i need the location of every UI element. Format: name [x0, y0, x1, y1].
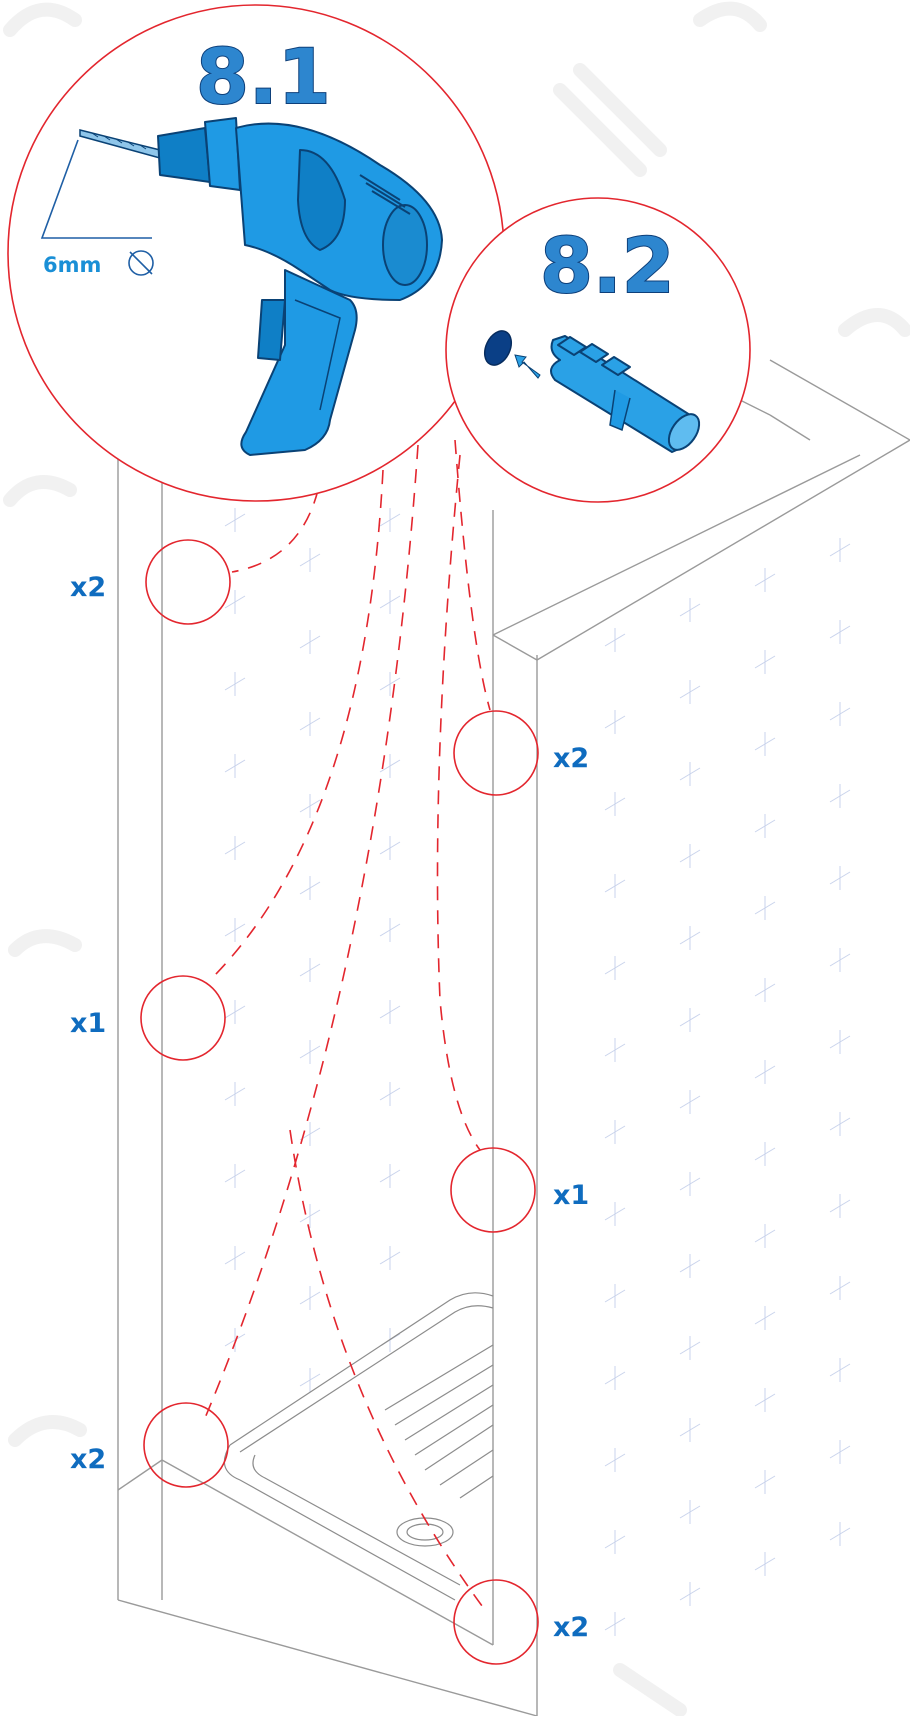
shower-tray — [223, 1292, 494, 1601]
count-middle-left: x1 — [70, 1008, 106, 1039]
quantity-labels: x2 x2 x1 x1 x2 x2 — [70, 572, 589, 1643]
count-bottom-right: x2 — [553, 1612, 589, 1643]
marker-top-left — [145, 539, 231, 625]
diameter-callout: 6mm — [40, 139, 154, 277]
step-8-1-number: 8.1 — [196, 32, 331, 121]
count-lower-right: x1 — [553, 1180, 589, 1211]
marker-bottom-left — [143, 1402, 229, 1488]
step-8-2-bubble: 8.2 — [445, 197, 751, 503]
drill-markers — [140, 539, 539, 1665]
insert-arrow-icon — [514, 354, 541, 379]
leader-lines — [204, 439, 491, 1611]
watermark — [3, 1, 910, 1716]
drill-hole-icon — [483, 330, 513, 366]
drain — [396, 1517, 454, 1547]
drill-bit-size: 6mm — [43, 253, 101, 277]
count-top-left: x2 — [70, 572, 106, 603]
wall-structure — [117, 199, 910, 1716]
step-8-2-number: 8.2 — [540, 221, 675, 310]
count-upper-right: x2 — [553, 743, 589, 774]
drill-icon — [79, 117, 443, 456]
marker-upper-right — [453, 710, 539, 796]
marker-lower-right — [450, 1147, 536, 1233]
tray-ridges — [384, 1344, 494, 1499]
marker-bottom-right — [453, 1579, 539, 1665]
diameter-icon — [128, 250, 154, 276]
step-8-1-bubble: 8.1 6mm — [7, 4, 505, 502]
count-bottom-left: x2 — [70, 1444, 106, 1475]
wall-plug-icon — [550, 335, 701, 453]
marker-middle-left — [140, 975, 226, 1061]
